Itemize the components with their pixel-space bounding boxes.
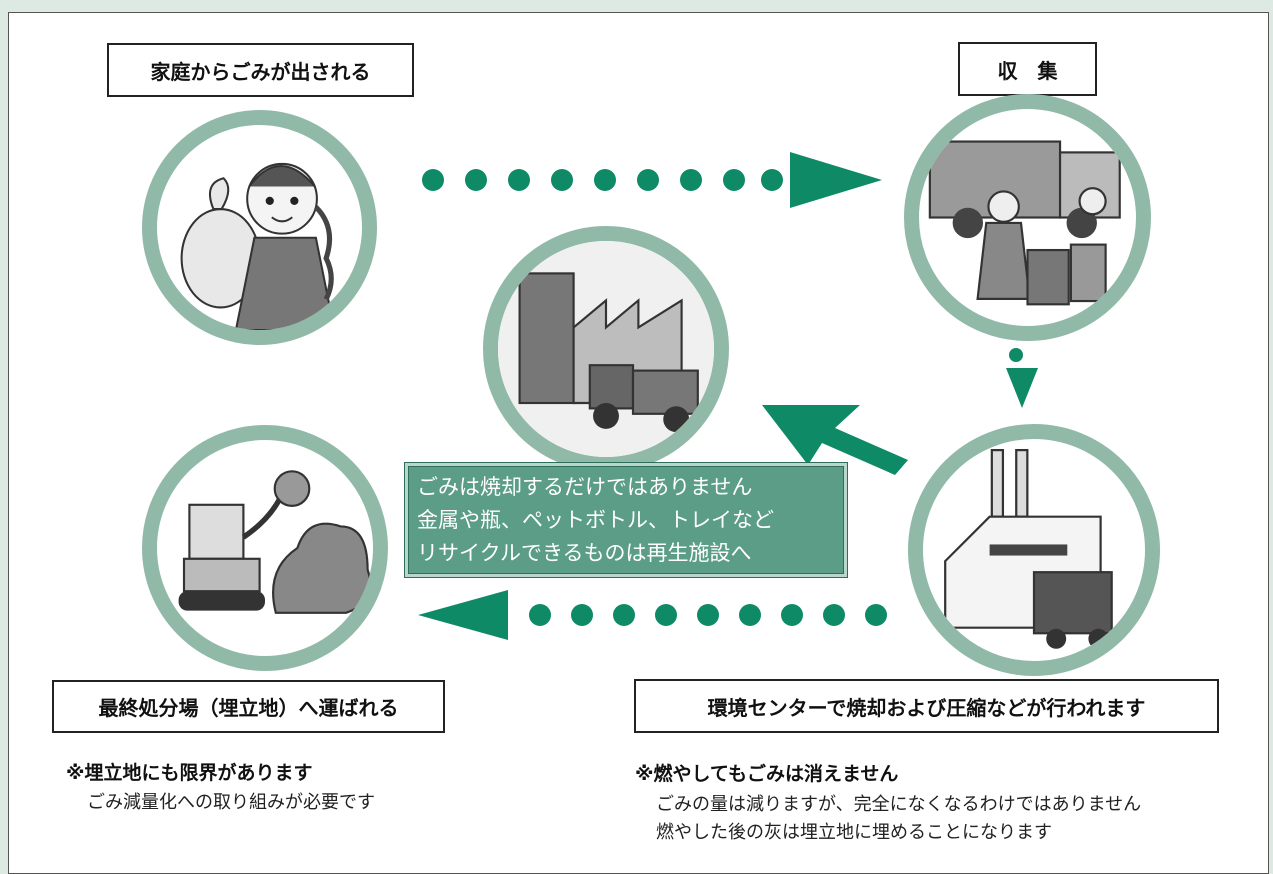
- landfill-note-line: ごみ減量化への取り組みが必要です: [87, 792, 375, 813]
- recycling-info-box: ごみは焼却するだけではありません 金属や瓶、ペットボトル、トレイなど リサイクル…: [404, 462, 848, 578]
- arrow-household-to-collection: [422, 152, 882, 208]
- incineration-note-line: ごみの量は減りますが、完全になくなるわけではありません: [656, 794, 1142, 815]
- step-label-collection: 収 集: [958, 42, 1097, 96]
- incineration-center-illustration: [908, 424, 1160, 676]
- collection-illustration: [904, 94, 1151, 341]
- recycling-info-line: ごみは焼却するだけではありません: [417, 475, 753, 499]
- arrow-center-to-landfill: [418, 590, 887, 640]
- recycling-info-line: リサイクルできるものは再生施設へ: [417, 541, 752, 565]
- recycling-facility-illustration: [483, 226, 729, 472]
- landfill-illustration: [142, 425, 388, 671]
- landfill-note-heading: ※埋立地にも限界があります: [66, 762, 313, 784]
- incineration-note-heading: ※燃やしてもごみは消えません: [635, 763, 899, 785]
- arrow-center-to-recycle: [762, 405, 908, 475]
- step-label-landfill: 最終処分場（埋立地）へ運ばれる: [52, 680, 445, 733]
- step-label-center: 環境センターで焼却および圧縮などが行われます: [634, 679, 1219, 733]
- arrow-collection-to-center: [1006, 348, 1038, 408]
- incineration-note-line: 燃やした後の灰は埋立地に埋めることになります: [656, 822, 1052, 843]
- step-label-household: 家庭からごみが出される: [107, 43, 414, 97]
- household-illustration: [142, 110, 377, 345]
- recycling-info-line: 金属や瓶、ペットボトル、トレイなど: [417, 508, 774, 532]
